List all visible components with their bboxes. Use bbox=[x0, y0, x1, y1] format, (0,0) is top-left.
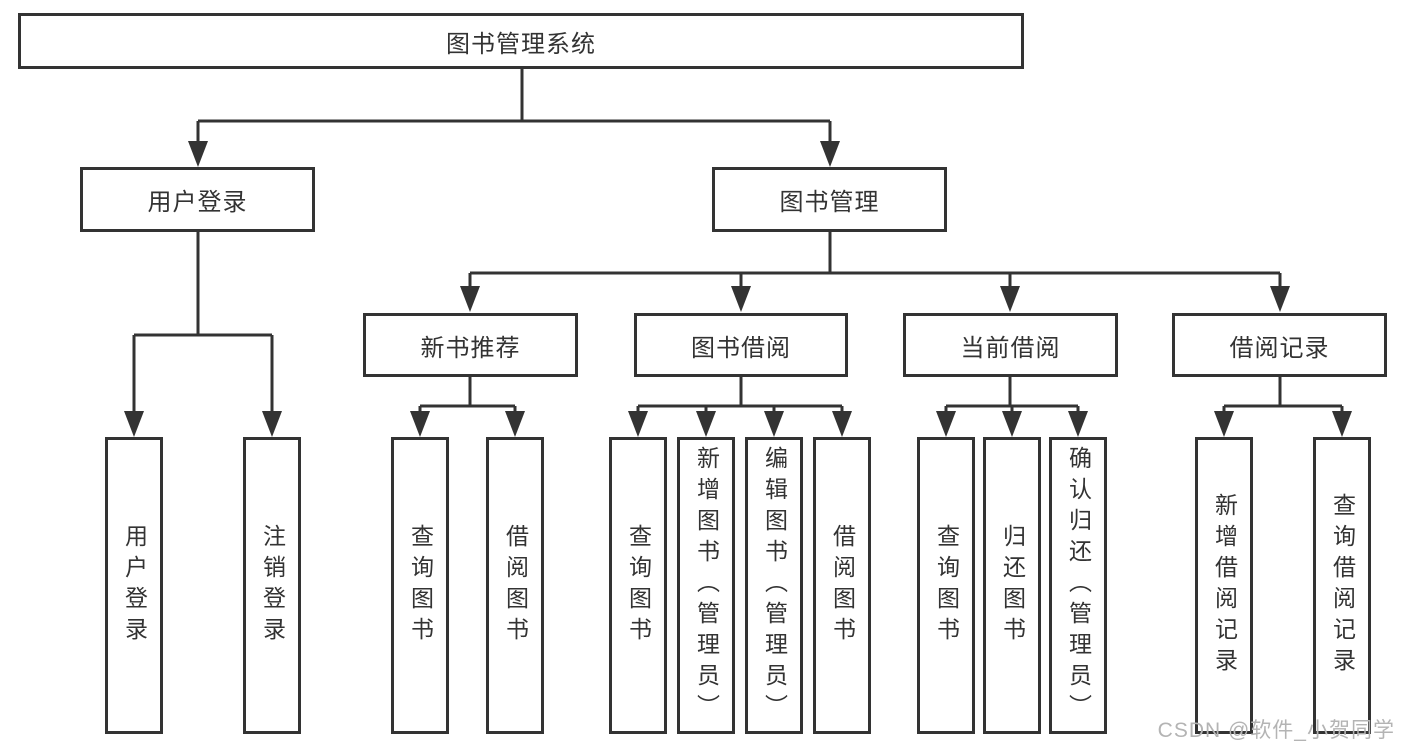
leaf-label: 用户登录 bbox=[121, 523, 148, 648]
node-current-borrowing: 当前借阅 bbox=[903, 313, 1118, 377]
node-label: 借阅记录 bbox=[1229, 334, 1330, 362]
leaf-edit-books-admin: 编辑图书（管理员） bbox=[745, 437, 803, 734]
leaf-label: 借阅图书 bbox=[502, 523, 529, 648]
node-label: 当前借阅 bbox=[960, 334, 1061, 362]
leaf-borrow-books-borrowing: 借阅图书 bbox=[813, 437, 871, 734]
leaf-label: 查询图书 bbox=[407, 523, 434, 648]
arrowheads bbox=[124, 141, 1352, 437]
leaf-label: 确认归还（管理员） bbox=[1065, 446, 1092, 725]
leaf-confirm-return-admin: 确认归还（管理员） bbox=[1049, 437, 1107, 734]
node-book-borrowing: 图书借阅 bbox=[634, 313, 848, 377]
leaf-label: 新增图书（管理员） bbox=[693, 446, 720, 725]
leaf-logout: 注销登录 bbox=[243, 437, 301, 734]
leaf-label: 借阅图书 bbox=[829, 523, 856, 648]
node-book-management: 图书管理 bbox=[712, 167, 947, 232]
node-root-system: 图书管理系统 bbox=[18, 13, 1024, 69]
leaf-query-books-borrowing: 查询图书 bbox=[609, 437, 667, 734]
leaf-borrow-books-recommend: 借阅图书 bbox=[486, 437, 544, 734]
node-label: 新书推荐 bbox=[420, 334, 521, 362]
node-label: 图书管理系统 bbox=[446, 30, 596, 58]
node-label: 图书管理 bbox=[779, 189, 880, 216]
leaf-user-login: 用户登录 bbox=[105, 437, 163, 734]
node-label: 用户登录 bbox=[147, 189, 248, 216]
leaf-label: 归还图书 bbox=[999, 523, 1026, 648]
node-new-book-recommendation: 新书推荐 bbox=[363, 313, 578, 377]
node-user-login: 用户登录 bbox=[80, 167, 315, 232]
leaf-query-books-recommend: 查询图书 bbox=[391, 437, 449, 734]
connector-paths bbox=[132, 69, 1344, 416]
leaf-return-books: 归还图书 bbox=[983, 437, 1041, 734]
leaf-label: 查询图书 bbox=[625, 523, 652, 648]
node-label: 图书借阅 bbox=[691, 334, 791, 362]
leaf-label: 查询借阅记录 bbox=[1329, 492, 1356, 679]
leaf-label: 编辑图书（管理员） bbox=[761, 446, 788, 725]
leaf-query-borrow-record: 查询借阅记录 bbox=[1313, 437, 1371, 734]
leaf-query-books-current: 查询图书 bbox=[917, 437, 975, 734]
node-borrowing-records: 借阅记录 bbox=[1172, 313, 1387, 377]
watermark: CSDN @软件_小贺同学 bbox=[1157, 719, 1395, 742]
leaf-label: 新增借阅记录 bbox=[1211, 492, 1238, 679]
leaf-label: 查询图书 bbox=[933, 523, 960, 648]
leaf-add-books-admin: 新增图书（管理员） bbox=[677, 437, 735, 734]
leaf-label: 注销登录 bbox=[259, 523, 286, 648]
leaf-add-borrow-record: 新增借阅记录 bbox=[1195, 437, 1253, 734]
